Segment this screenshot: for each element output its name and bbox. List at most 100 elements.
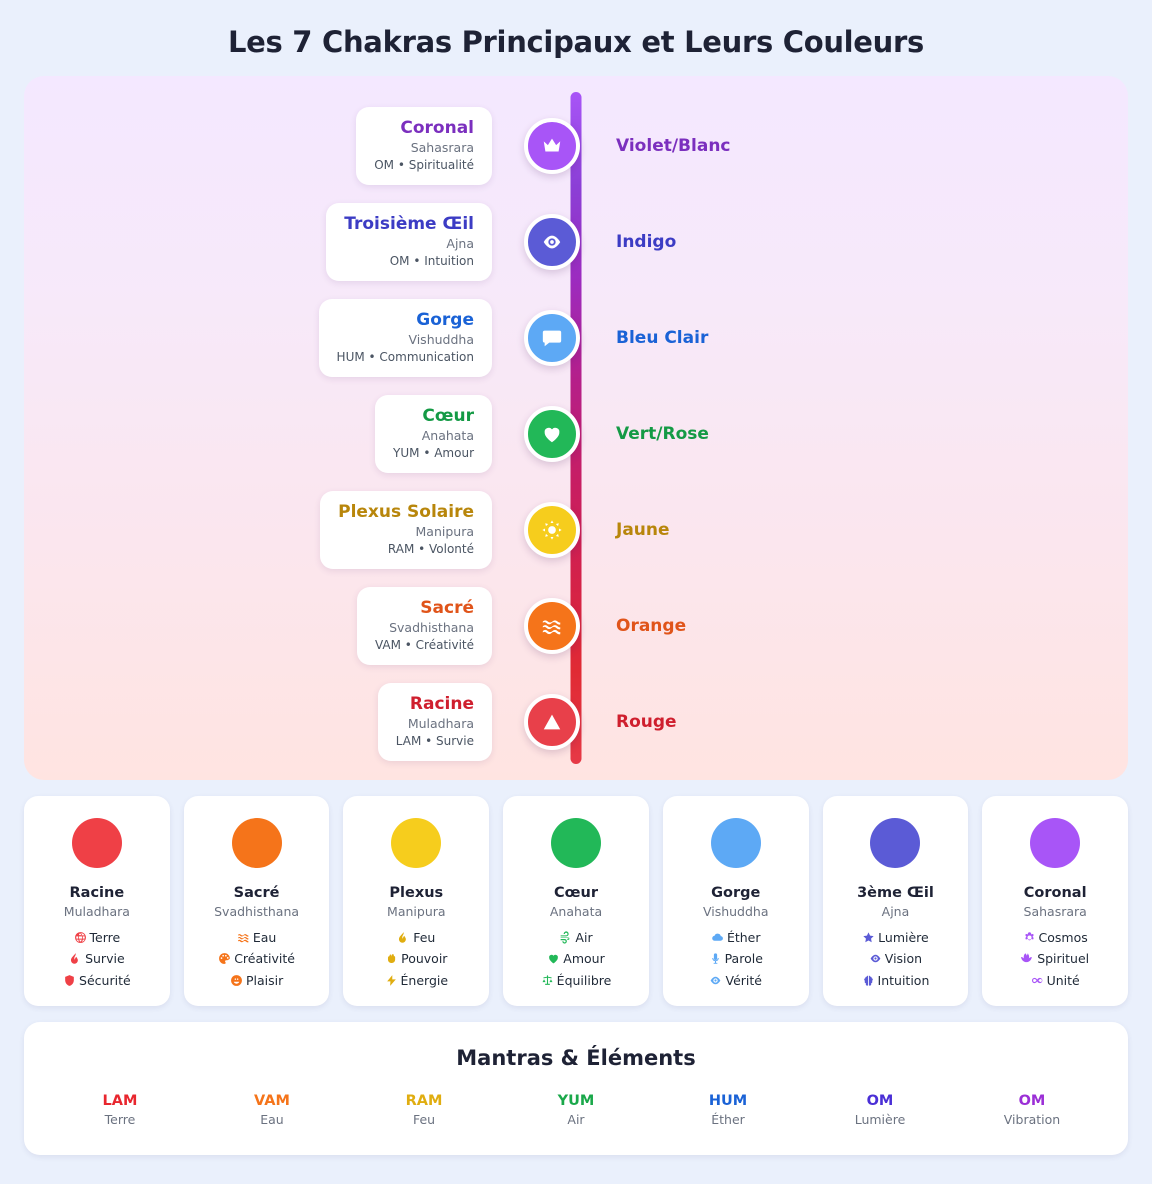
mantra-element: Lumière [854, 1112, 906, 1128]
chakra-color-label: Bleu Clair [616, 328, 709, 348]
chakra-attribute-label: Vision [884, 951, 923, 967]
mantra-sound: OM [1018, 1092, 1046, 1109]
chakra-color-label: Jaune [616, 520, 670, 540]
chakra-attribute: Pouvoir [351, 950, 481, 968]
fist-icon [385, 952, 398, 965]
chakra-detail-sanskrit: Svadhisthana [214, 903, 300, 919]
flame-icon [69, 952, 82, 965]
chakra-attribute: Feu [351, 929, 481, 947]
cloud-icon [711, 931, 724, 944]
chakra-color-swatch [551, 818, 602, 868]
chakra-attribute-label: Air [575, 930, 593, 946]
chakra-attribute: Terre [32, 929, 162, 947]
infinity-icon [1031, 974, 1044, 987]
chakra-node-slot [520, 214, 584, 270]
chakra-attribute: Survie [32, 950, 162, 968]
chakra-detail-name: Racine [69, 885, 125, 901]
chakra-attribute: Équilibre [511, 972, 641, 990]
chakra-name: Racine [409, 693, 474, 714]
chakra-node[interactable] [524, 694, 580, 750]
mantra-element: Eau [260, 1112, 284, 1128]
chakra-node[interactable] [524, 502, 580, 558]
chakra-mantra-keyword: HUM • Communication [336, 349, 474, 364]
chakra-node[interactable] [524, 598, 580, 654]
mantra-element: Terre [104, 1112, 136, 1128]
chakra-color-swatch [870, 818, 921, 868]
chakra-attribute: Éther [671, 929, 801, 947]
chakra-attribute-label: Spirituel [1037, 951, 1090, 967]
mantra-element: Éther [711, 1112, 745, 1128]
chakra-attribute-label: Terre [89, 930, 121, 946]
chakra-detail-sanskrit: Vishuddha [702, 903, 769, 919]
chakra-attribute: Intuition [831, 972, 961, 990]
chakra-node[interactable] [524, 310, 580, 366]
chakra-node-slot [520, 118, 584, 174]
chakra-color-label: Violet/Blanc [616, 136, 731, 156]
chakra-name: Troisième Œil [344, 213, 474, 234]
heart-icon [547, 952, 560, 965]
chakra-color-label-slot: Rouge [584, 712, 1128, 732]
waves-icon [237, 931, 250, 944]
chakra-node-slot [520, 406, 584, 462]
chakra-detail-sanskrit: Manipura [387, 903, 446, 919]
chakra-detail-name: Gorge [711, 885, 761, 901]
chakra-attribute-label: Pouvoir [401, 951, 448, 967]
chakra-attribute: Amour [511, 950, 641, 968]
chakra-color-label: Vert/Rose [616, 424, 709, 444]
chakra-node[interactable] [524, 118, 580, 174]
chakra-node-slot [520, 694, 584, 750]
scales-icon [541, 974, 554, 987]
chakra-attribute-label: Vérité [725, 972, 762, 988]
chakra-attribute: Sécurité [32, 972, 162, 990]
chakra-node[interactable] [524, 406, 580, 462]
speech-bubble-icon [541, 327, 563, 349]
chakra-node-slot [520, 598, 584, 654]
chakra-attribute: Vérité [671, 972, 801, 990]
eye-icon [541, 231, 563, 253]
chakra-attribute-label: Énergie [400, 972, 449, 988]
chakra-attribute: Eau [192, 929, 322, 947]
chakra-node-slot [520, 310, 584, 366]
heart-icon [541, 423, 563, 445]
chakra-attribute: Unité [990, 972, 1120, 990]
brain-icon [862, 974, 875, 987]
chakra-attribute-label: Intuition [877, 972, 930, 988]
mantra-element: Air [567, 1112, 585, 1128]
chakra-color-label-slot: Indigo [584, 232, 1128, 252]
chakra-attribute-label: Lumière [878, 930, 929, 946]
chakra-node[interactable] [524, 214, 580, 270]
chakra-attribute-label: Éther [726, 930, 761, 946]
chakra-attribute-label: Sécurité [79, 972, 131, 988]
chakra-detail-sanskrit: Muladhara [63, 903, 130, 919]
mantra-sound: VAM [254, 1092, 290, 1109]
chakra-color-label-slot: Jaune [584, 520, 1128, 540]
